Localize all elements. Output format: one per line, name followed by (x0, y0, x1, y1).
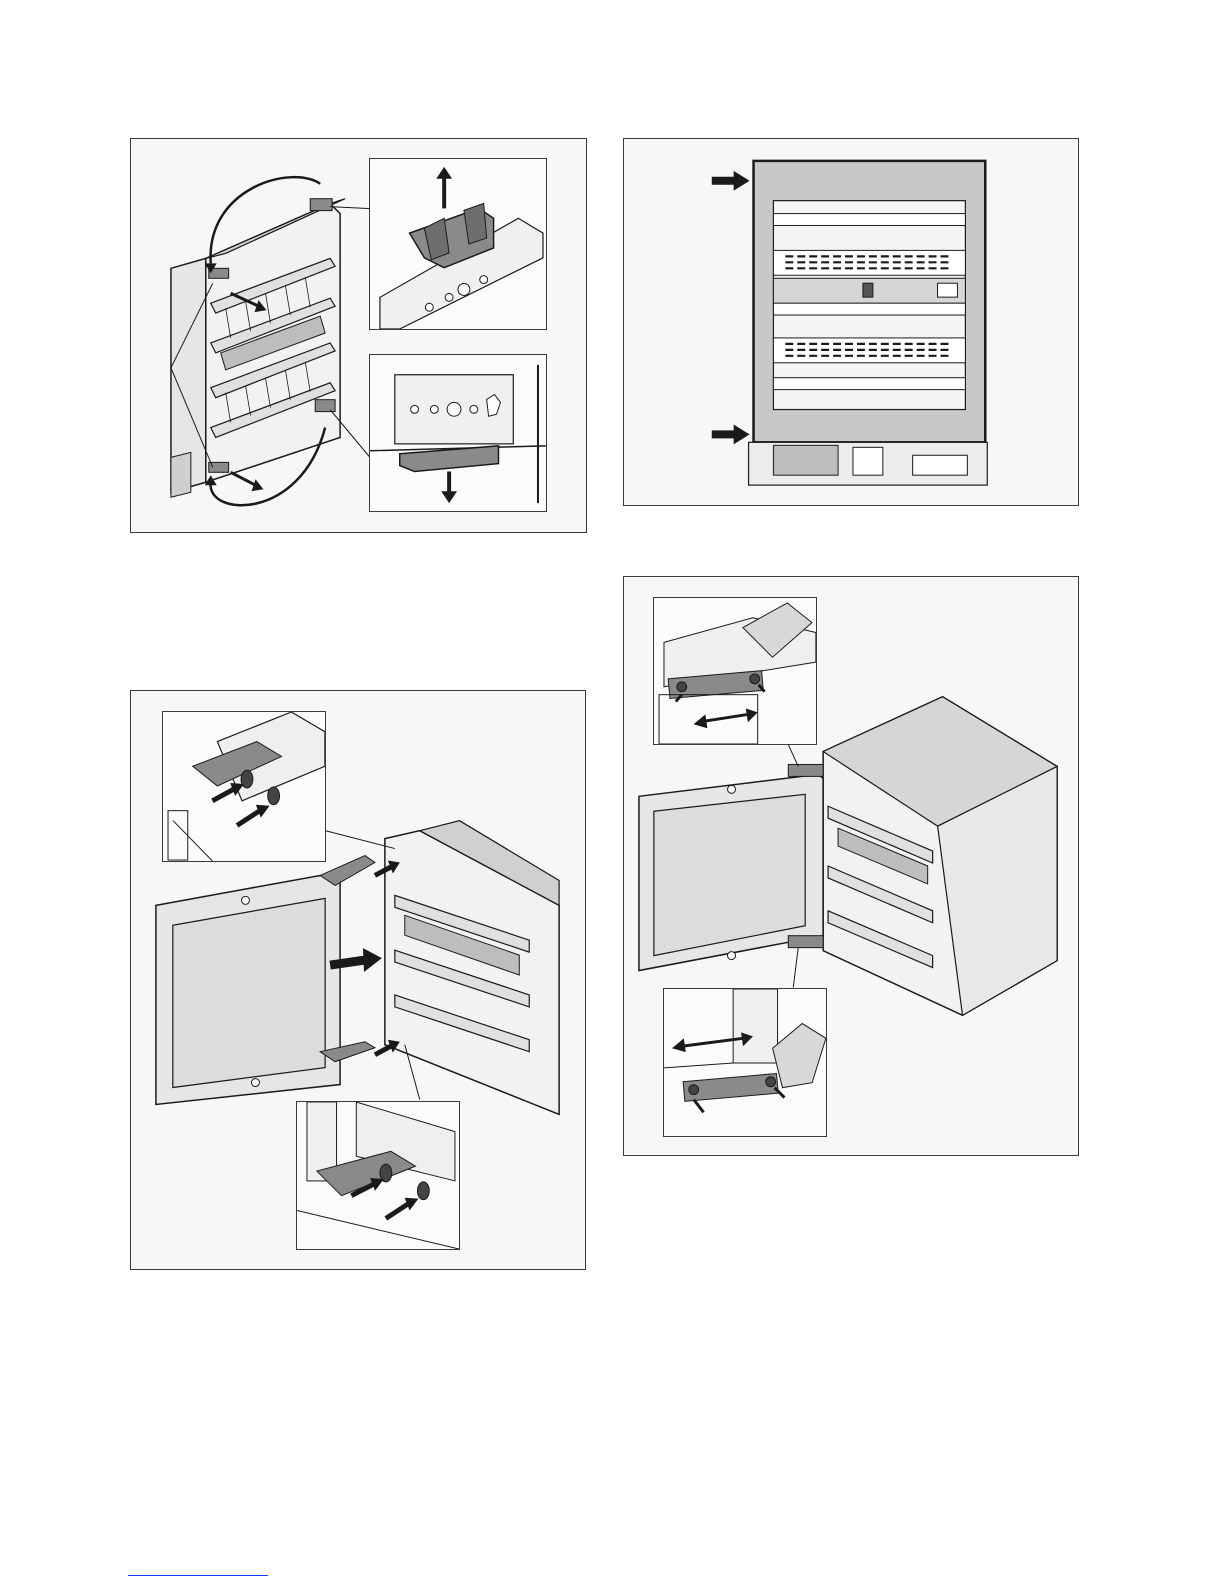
appliance-front-illustration (624, 139, 1078, 505)
footer-link[interactable] (128, 1575, 268, 1576)
upper-hinge-detail (370, 159, 546, 329)
figure-hinge-removal (130, 138, 587, 533)
adjust-bottom-detail (664, 989, 826, 1136)
inset-lower-hinge (369, 354, 547, 512)
inset-adjust-top (653, 597, 817, 745)
figure-door-attach (130, 690, 586, 1270)
inset-upper-hinge (369, 158, 547, 330)
figure-front-view (623, 138, 1079, 506)
figure-door-adjust (623, 576, 1079, 1156)
inset-door-top-hinge (162, 711, 326, 862)
door-bottom-hinge-detail (297, 1102, 459, 1249)
inset-door-bottom-hinge (296, 1101, 460, 1250)
lower-hinge-detail (370, 355, 546, 511)
adjust-top-detail (654, 598, 816, 744)
inset-adjust-bottom (663, 988, 827, 1137)
door-top-hinge-detail (163, 712, 325, 861)
